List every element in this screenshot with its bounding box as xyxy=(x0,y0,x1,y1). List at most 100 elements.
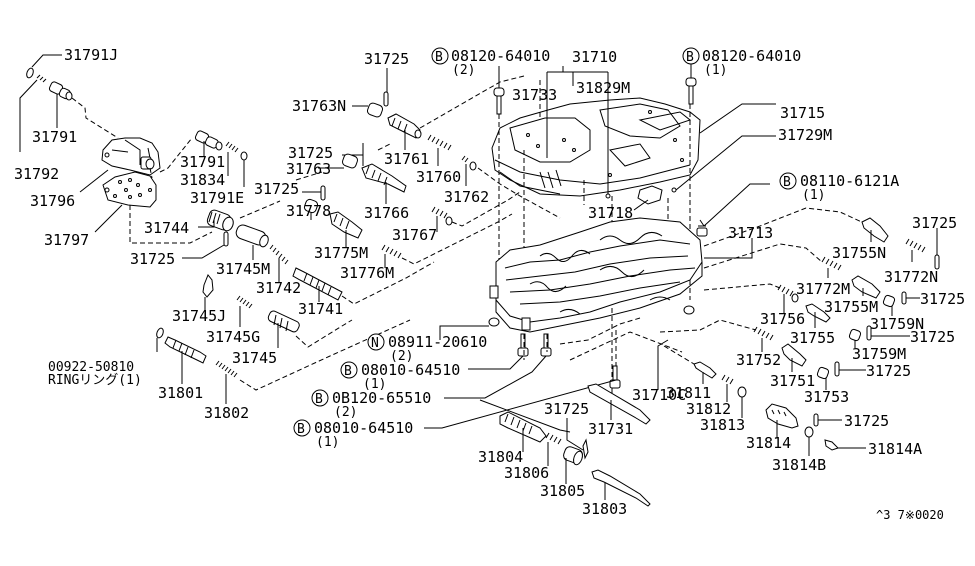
callout-bolt-bottom-1: B 08010-64510 (1) xyxy=(340,361,460,392)
bolt-08110-6121a xyxy=(696,183,770,237)
callout-nut-bottom: N 08911-20610 (2) xyxy=(367,333,487,364)
label-31760: 31760 xyxy=(416,168,461,186)
label-31725-left: 31725 xyxy=(130,250,175,268)
rod-31731 xyxy=(587,383,651,425)
valve-31741 xyxy=(292,267,343,302)
label-31776m: 31776M xyxy=(340,264,394,282)
sleeve-31805 xyxy=(563,446,583,484)
label-31733: 31733 xyxy=(512,86,557,104)
label-08120-64010-1: 08120-64010 xyxy=(702,47,801,65)
spring-31752 xyxy=(753,326,774,352)
bolt-symbol-icon: B xyxy=(297,422,305,437)
label-31796: 31796 xyxy=(30,192,75,210)
spring-31767 xyxy=(431,206,453,232)
label-31755n: 31755N xyxy=(832,244,886,262)
label-31744: 31744 xyxy=(144,219,189,237)
label-31725-top: 31725 xyxy=(364,50,409,68)
label-ring: RINGリング(1) xyxy=(48,373,142,388)
pin-31791e xyxy=(240,151,248,187)
label-31756: 31756 xyxy=(760,310,805,328)
bolt-08010-64510-b xyxy=(424,365,621,429)
label-31725-i: 31725 xyxy=(844,412,889,430)
spring-31760 xyxy=(427,134,452,166)
label-31745: 31745 xyxy=(232,349,277,367)
nut-right xyxy=(683,305,695,315)
spring-31756 xyxy=(777,284,799,314)
spring-31792 xyxy=(19,74,47,152)
label-31811: 31811 xyxy=(666,384,711,402)
plug-31813 xyxy=(737,386,747,418)
label-08010-64510-2: 08010-64510 xyxy=(314,419,413,437)
valve-31755n xyxy=(861,217,889,243)
label-31791j: 31791J xyxy=(64,46,118,64)
qty-08010-64510-2: (1) xyxy=(316,435,339,450)
label-31725-j: 31725 xyxy=(544,400,589,418)
label-31834: 31834 xyxy=(180,171,225,189)
label-31813: 31813 xyxy=(700,416,745,434)
ring-00922-50810 xyxy=(156,327,164,352)
label-31801: 31801 xyxy=(158,384,203,402)
plug-31763 xyxy=(318,153,359,169)
label-31725-b: 31725 xyxy=(254,180,299,198)
sleeve-31744 xyxy=(198,209,234,232)
lower-valve-body-31713 xyxy=(424,183,770,433)
label-31759m: 31759M xyxy=(852,345,906,363)
plug-31753 xyxy=(816,366,830,390)
valve-31751 xyxy=(781,343,807,372)
pin-31725-f xyxy=(901,291,920,305)
plug-31814a xyxy=(824,439,866,451)
label-31829m: 31829M xyxy=(576,79,630,97)
nut-symbol-icon: N xyxy=(371,336,379,351)
plug-31814b xyxy=(804,426,814,456)
valve-31791-left xyxy=(48,81,73,128)
bolt-08010-64510-a xyxy=(468,333,529,370)
fastener-labels: B 08120-64010 (2) B 08120-64010 (1) B 08… xyxy=(293,47,899,450)
label-31755: 31755 xyxy=(790,329,835,347)
pin-31725-right-top xyxy=(934,228,940,270)
spring-31776m xyxy=(381,244,402,268)
label-31710c: 31710C xyxy=(632,386,686,404)
label-31755m: 31755M xyxy=(824,298,878,316)
label-31713: 31713 xyxy=(728,224,773,242)
label-31792: 31792 xyxy=(14,165,59,183)
label-31745m: 31745M xyxy=(216,260,270,278)
upper-middle-valves xyxy=(295,68,561,268)
clip-31791j xyxy=(26,54,62,79)
qty-08120-64010-1: (1) xyxy=(704,63,727,78)
label-31778: 31778 xyxy=(286,202,331,220)
label-08110-6121a: 08110-6121A xyxy=(800,172,899,190)
label-08010-64510-1: 08010-64510 xyxy=(361,361,460,379)
upper-valve-body-31710 xyxy=(491,64,776,396)
plug-31759m xyxy=(848,328,862,348)
right-valves xyxy=(659,207,940,456)
label-31759n: 31759N xyxy=(870,315,924,333)
bottom-middle-valves xyxy=(499,383,651,507)
nut-08911-20610 xyxy=(439,317,500,340)
label-31805: 31805 xyxy=(540,482,585,500)
label-31725-g: 31725 xyxy=(910,328,955,346)
label-31741: 31741 xyxy=(298,300,343,318)
label-31804: 31804 xyxy=(478,448,523,466)
callout-bolt-top-right: B 08120-64010 (1) xyxy=(682,47,801,78)
label-31772n: 31772N xyxy=(884,268,938,286)
label-31806: 31806 xyxy=(504,464,549,482)
label-31763: 31763 xyxy=(286,160,331,178)
label-31718: 31718 xyxy=(588,204,633,222)
callout-bolt-top-left: B 08120-64010 (2) xyxy=(431,47,550,78)
spring-31812 xyxy=(721,374,734,402)
pin-31725-g xyxy=(866,325,910,341)
label-31763n: 31763N xyxy=(292,97,346,115)
bolt-symbol-icon: B xyxy=(783,175,791,190)
plate-31797 xyxy=(94,167,157,233)
label-08911-20610: 08911-20610 xyxy=(388,333,487,351)
valve-31811 xyxy=(693,361,717,384)
valve-31755m xyxy=(851,275,881,299)
valve-31755 xyxy=(805,303,831,328)
pin-31725-left xyxy=(182,231,229,259)
plug-31762 xyxy=(461,155,477,186)
callout-bolt-bottom-3: B 08010-64510 (1) xyxy=(293,419,413,450)
pin-31725-h xyxy=(834,361,866,377)
valve-31804 xyxy=(499,411,547,452)
sleeve-31814 xyxy=(765,403,799,438)
